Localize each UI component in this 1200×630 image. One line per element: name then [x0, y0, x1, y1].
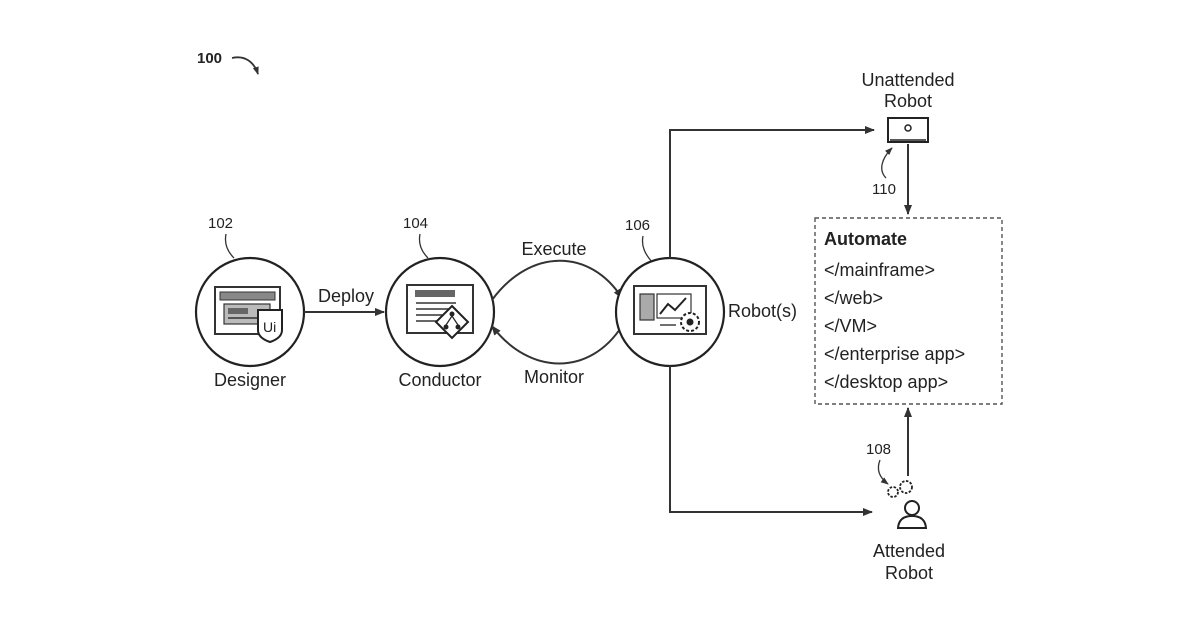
- unattended-label-line2: Robot: [884, 91, 932, 111]
- conductor-label: Conductor: [398, 370, 481, 390]
- conductor-ref-leader: [419, 234, 428, 258]
- automate-box: Automate </mainframe> </web> </VM> </ent…: [815, 218, 1002, 404]
- attended-label-line1: Attended: [873, 541, 945, 561]
- designer-ref-leader: [225, 234, 234, 258]
- automate-item: </VM>: [824, 316, 877, 336]
- designer-badge-text: Ui: [263, 319, 276, 335]
- conductor-node: 104 Conductor: [386, 215, 494, 390]
- attended-label-line2: Robot: [885, 563, 933, 583]
- automate-item: </web>: [824, 288, 883, 308]
- monitor-arrow: [492, 326, 622, 364]
- automate-item: </desktop app>: [824, 372, 948, 392]
- monitor-label: Monitor: [524, 367, 584, 387]
- execute-arrow: [492, 261, 622, 300]
- automate-item: </mainframe>: [824, 260, 935, 280]
- designer-node: 102 Ui Designer: [196, 215, 304, 390]
- deploy-label: Deploy: [318, 286, 374, 306]
- designer-label: Designer: [214, 370, 286, 390]
- server-icon: [888, 118, 928, 142]
- conductor-ref: 104: [403, 215, 428, 232]
- attended-ref: 108: [866, 441, 891, 458]
- unattended-ref-leader: [882, 148, 892, 178]
- robots-node: 106 Robot(s): [616, 217, 797, 366]
- person-with-gears-icon: [888, 481, 926, 528]
- attended-ref-leader: [878, 460, 888, 484]
- robots-ref-leader: [642, 236, 652, 262]
- figure-ref-number: 100: [197, 50, 222, 67]
- robots-label: Robot(s): [728, 301, 797, 321]
- designer-ref: 102: [208, 215, 233, 232]
- unattended-label-line1: Unattended: [861, 70, 954, 90]
- robots-gear-icon: [681, 313, 699, 331]
- robots-ref: 106: [625, 217, 650, 234]
- unattended-ref: 110: [872, 181, 896, 198]
- attended-robot-node: 108 Attended Robot: [866, 441, 945, 583]
- figure-ref-arrow: [232, 57, 258, 74]
- automate-item: </enterprise app>: [824, 344, 965, 364]
- automate-title: Automate: [824, 229, 907, 249]
- execute-label: Execute: [521, 239, 586, 259]
- designer-ui-badge: Ui: [258, 310, 282, 342]
